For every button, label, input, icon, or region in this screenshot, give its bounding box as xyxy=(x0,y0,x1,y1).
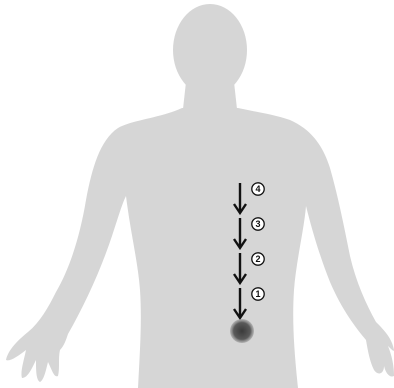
torso xyxy=(6,108,394,388)
spot-marker-icon xyxy=(230,319,254,343)
step-number-badge: 3 xyxy=(252,218,264,230)
step-number-label: 2 xyxy=(255,254,260,264)
step-number-label: 1 xyxy=(255,289,260,299)
step-number-badge: 1 xyxy=(252,288,264,300)
human-silhouette-icon xyxy=(6,4,394,388)
step-number-badge: 4 xyxy=(252,183,264,195)
step-number-label: 4 xyxy=(255,184,260,194)
step-number-label: 3 xyxy=(255,219,260,229)
step-number-badge: 2 xyxy=(252,253,264,265)
